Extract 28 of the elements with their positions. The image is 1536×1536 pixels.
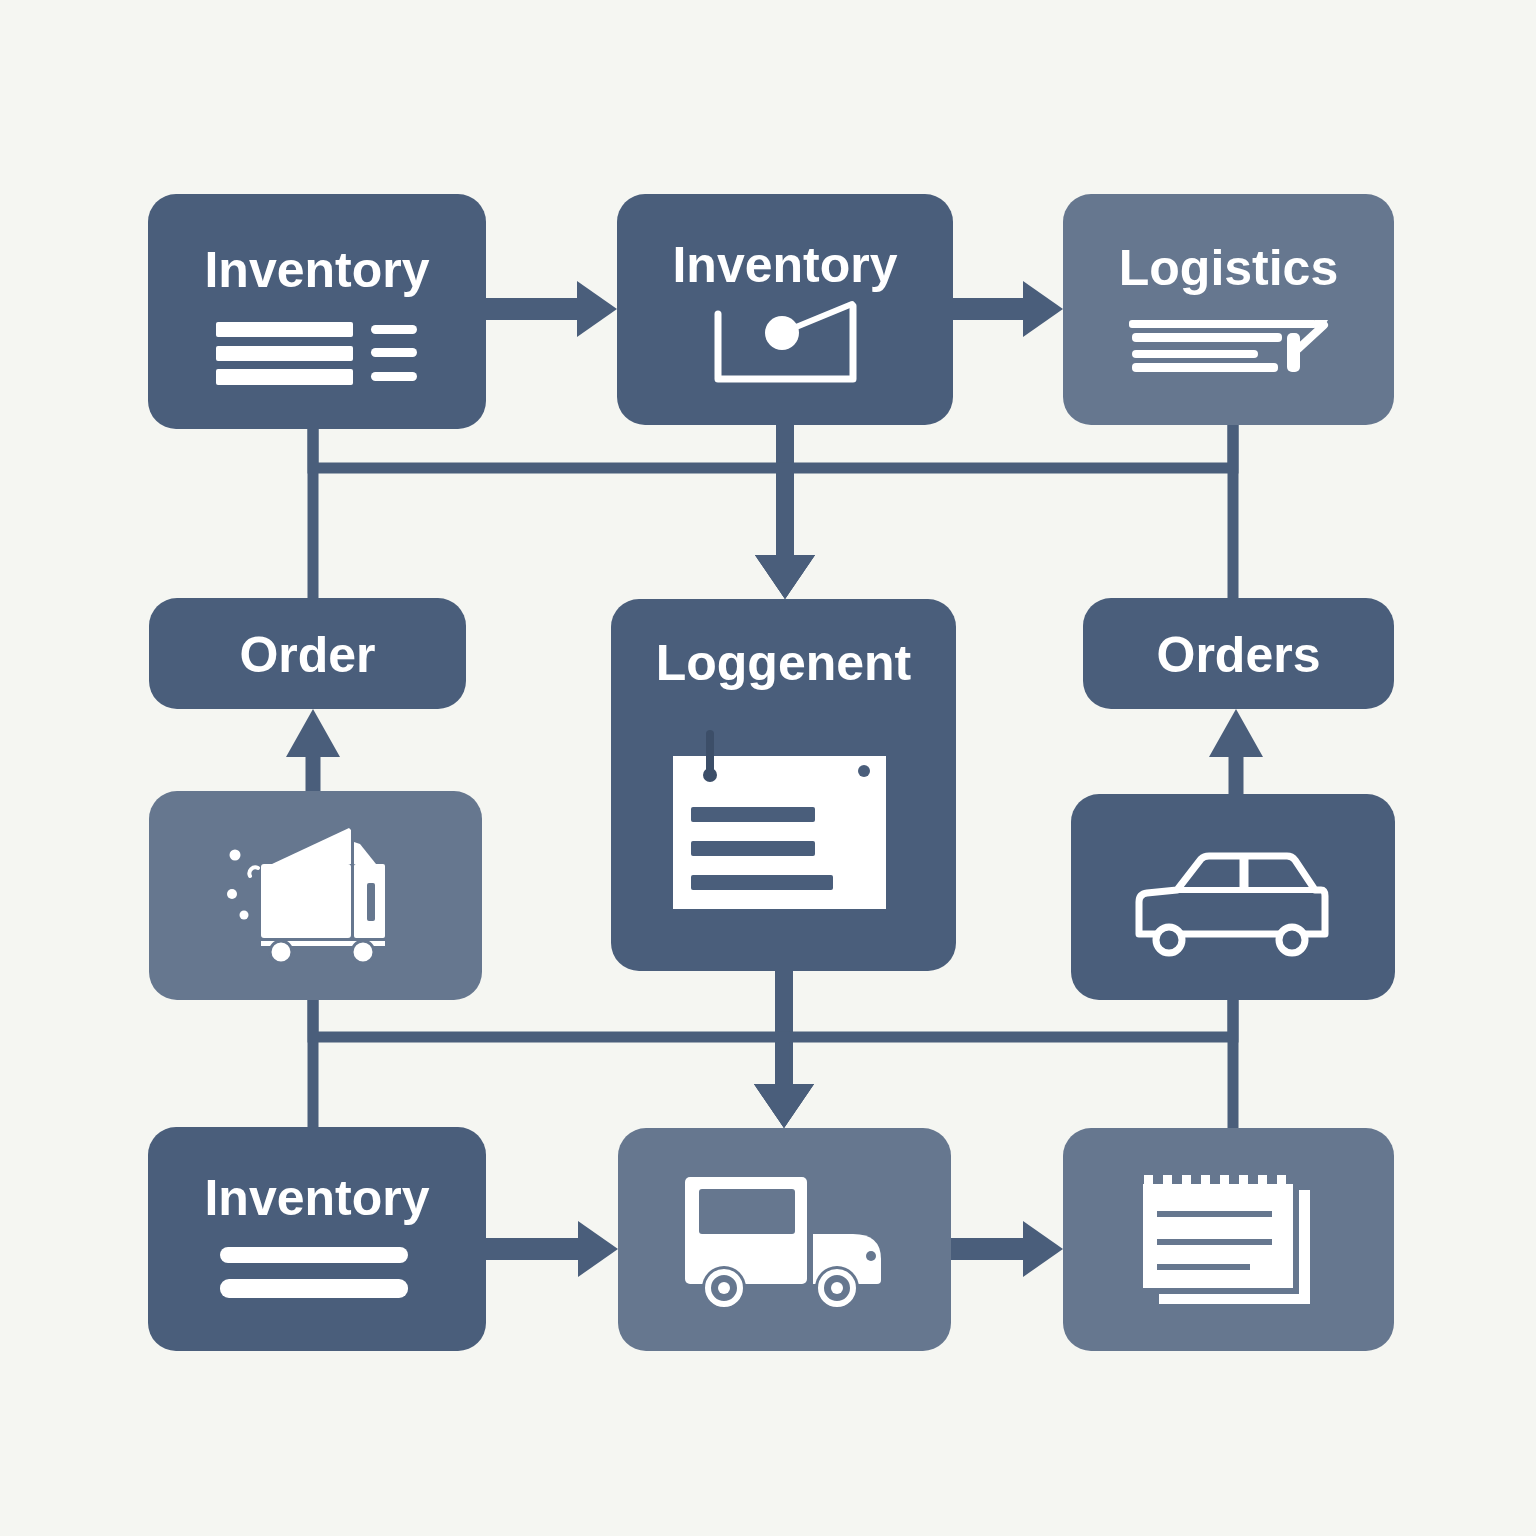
- connector-line: [307, 1000, 319, 1127]
- arrow: [486, 281, 617, 337]
- process-box: [1071, 794, 1395, 1000]
- node-title: Inventory: [672, 240, 898, 290]
- process-box: [618, 1128, 951, 1351]
- arrow: [953, 281, 1063, 337]
- node-title: Logistics: [1118, 243, 1339, 293]
- arrow: [286, 709, 340, 791]
- process-box: [611, 599, 956, 971]
- connector-line: [1227, 425, 1239, 598]
- arrow: [1209, 709, 1263, 794]
- node-title: Order: [239, 630, 376, 680]
- process-box: [148, 1127, 486, 1351]
- node-title: Loggenent: [655, 638, 912, 688]
- node-title: Inventory: [204, 245, 430, 295]
- process-box: [617, 194, 953, 425]
- process-box: [1063, 1128, 1394, 1351]
- process-box: [1063, 194, 1394, 425]
- connector-line: [1227, 1000, 1239, 1128]
- process-box: [1083, 598, 1394, 709]
- process-box: [148, 194, 486, 429]
- process-box: [149, 791, 482, 1000]
- process-box: [149, 598, 466, 709]
- node-title: Inventory: [204, 1173, 430, 1223]
- connector-line: [307, 429, 319, 598]
- arrow: [486, 1221, 618, 1277]
- arrow: [951, 1221, 1063, 1277]
- node-title: Orders: [1156, 630, 1321, 680]
